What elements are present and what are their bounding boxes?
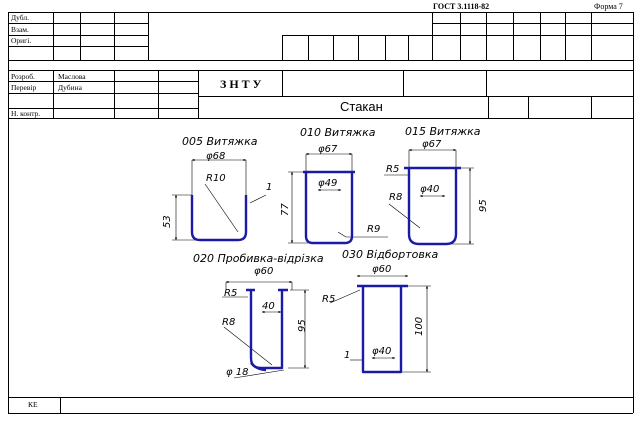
op020-height: 95	[297, 319, 308, 332]
op020-inner-dia: 40	[262, 301, 275, 312]
op030-height: 100	[414, 317, 425, 336]
organization-name: ЗНТУ	[220, 77, 265, 91]
op010-height: 77	[280, 203, 291, 216]
op015-r-bottom: R8	[389, 192, 402, 203]
op020-hole: φ 18	[226, 367, 249, 378]
op030-inner-dia: φ40	[372, 346, 391, 357]
op005-title: 005 Витяжка	[182, 135, 258, 148]
op015-inner-dia: φ40	[420, 184, 439, 195]
op010-title: 010 Витяжка	[300, 126, 376, 139]
vzam-label: Взам.	[11, 25, 29, 34]
op005-radius: R10	[206, 173, 226, 184]
op030-dia: φ60	[372, 264, 391, 275]
gost-label: ГОСТ 3.1118-82	[433, 2, 490, 11]
rozrob-name: Маслова	[58, 72, 86, 81]
op030-wall: 1	[344, 350, 350, 361]
op020-title: 020 Пробивка-відрізка	[193, 252, 324, 265]
op020-r-bottom: R8	[222, 317, 235, 328]
op020-r-top: R5	[224, 288, 237, 299]
footer-code: КЕ	[28, 400, 38, 409]
nkontr-label: Н. контр.	[11, 109, 41, 118]
op015-r-top: R5	[386, 164, 399, 175]
op010-inner-dia: φ49	[318, 178, 337, 189]
op010-radius: R9	[367, 224, 380, 235]
op015-height: 95	[478, 199, 489, 212]
op015-title: 015 Витяжка	[405, 125, 481, 138]
op005-dia: φ68	[206, 151, 225, 162]
form-label: Форма 7	[594, 2, 623, 11]
dubl-label: Дубл.	[11, 13, 30, 22]
op010-dia: φ67	[318, 144, 338, 155]
op030-r-top: R5	[322, 294, 335, 305]
op030-title: 030 Відбортовка	[342, 248, 438, 261]
perevir-label: Перевір	[11, 83, 37, 92]
op015-dia: φ67	[422, 139, 442, 150]
perevir-name: Дубина	[58, 83, 82, 92]
rozrob-label: Розроб.	[11, 72, 35, 81]
orig-label: Оригі.	[11, 36, 32, 45]
op020-dia: φ60	[254, 266, 273, 277]
op005-height: 53	[162, 215, 173, 228]
part-name: Стакан	[340, 99, 383, 114]
op005-wall: 1	[266, 182, 272, 193]
